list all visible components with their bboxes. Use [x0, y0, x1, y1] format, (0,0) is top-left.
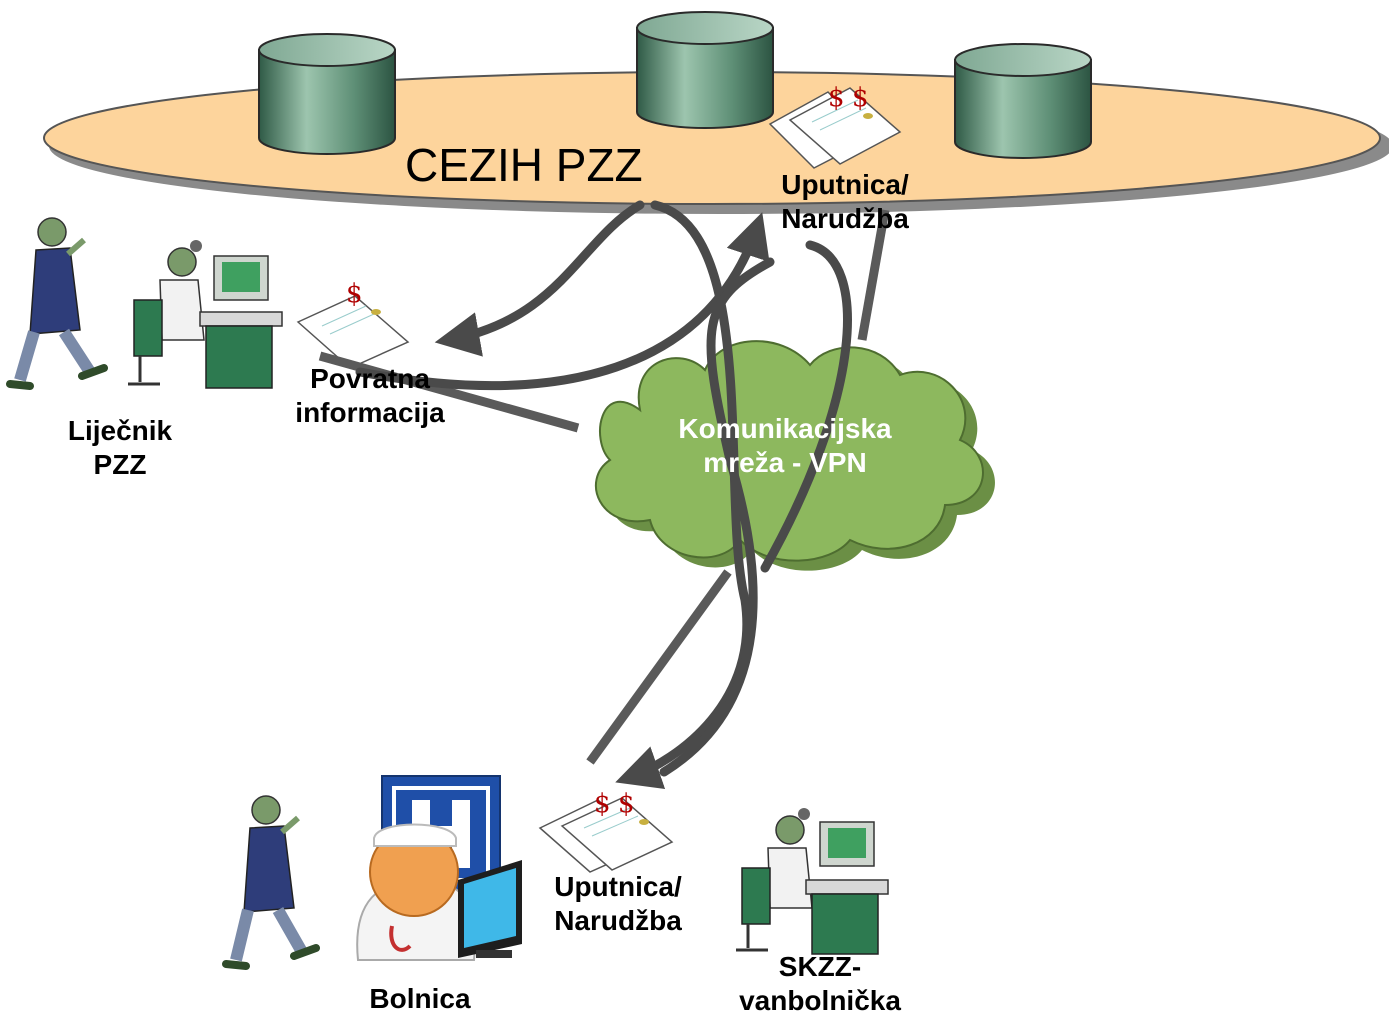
actor-primary-doctor: Liječnik PZZ — [67, 415, 173, 480]
document-icon: $ — [296, 279, 410, 369]
database-icon — [954, 43, 1092, 159]
nurse-avatar-icon — [356, 823, 476, 961]
cezih-title: CEZIH PZZ — [405, 139, 643, 191]
network-label: Komunikacijska mreža - VPN — [678, 413, 892, 478]
database-icon — [636, 11, 774, 129]
arrow-referral-up — [355, 212, 770, 390]
svg-text:$: $ — [852, 83, 869, 113]
feedback-document-label: Povratna informacija — [295, 363, 445, 428]
top-document-label: Uputnica/ Narudžba — [781, 169, 909, 234]
flow-arrows — [355, 200, 852, 789]
actor-hospital: Bolnica — [369, 983, 471, 1014]
link-network-hospital — [586, 569, 732, 765]
doctor-at-desk-icon — [128, 240, 283, 389]
walking-patient-icon — [6, 217, 108, 390]
walking-patient-icon — [222, 795, 320, 970]
svg-text:$: $ — [594, 789, 611, 819]
document-icon: $ $ — [768, 83, 902, 169]
svg-text:$: $ — [618, 789, 635, 819]
bottom-document-label: Uputnica/ Narudžba — [554, 871, 682, 936]
arrow-cezih-loop — [760, 240, 852, 573]
arrow-feedback-up — [659, 257, 775, 777]
document-icon: $ $ — [538, 789, 674, 873]
arrow-feedback-down — [434, 200, 645, 357]
database-icon — [258, 33, 396, 155]
monitor-icon — [458, 860, 522, 958]
svg-text:$: $ — [828, 83, 845, 113]
arrow-referral-down — [615, 200, 752, 789]
network-cloud — [594, 340, 995, 571]
link-network-cezih — [857, 209, 890, 341]
svg-text:$: $ — [346, 279, 363, 309]
doctor-at-desk-icon — [736, 808, 889, 955]
actor-outpatient: SKZZ- vanbolnička — [739, 951, 901, 1016]
